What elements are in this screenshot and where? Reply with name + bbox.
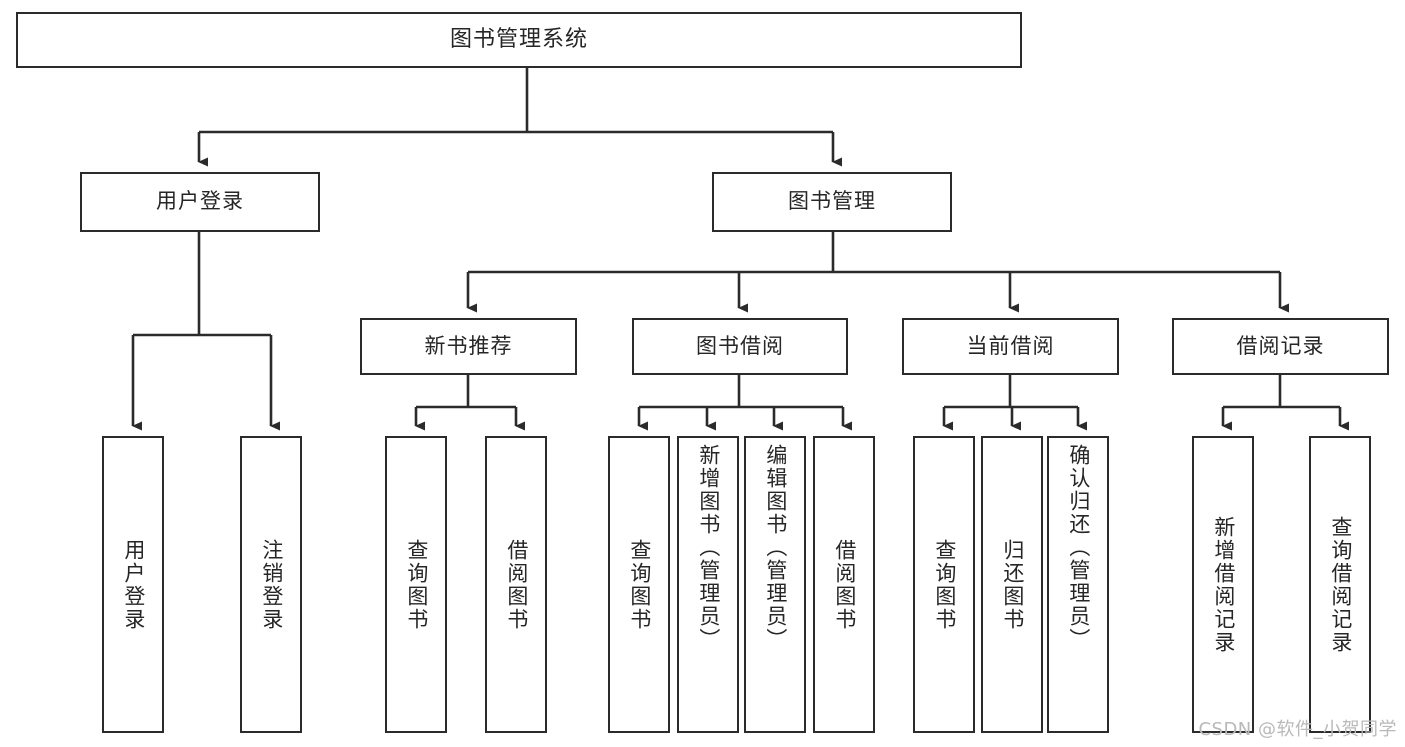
node-root-book-management-system[interactable]: 图书管理系统 [16, 12, 1022, 68]
leaf-add-book-admin[interactable]: 新增图书（管理员） [677, 436, 739, 733]
node-label: 编辑图书（管理员） [763, 444, 788, 651]
leaf-user-login[interactable]: 用户登录 [102, 436, 164, 733]
node-label: 图书借阅 [696, 333, 784, 358]
node-label: 用户登录 [156, 189, 244, 214]
node-label: 查询图书 [932, 538, 957, 631]
node-new-book-recommend[interactable]: 新书推荐 [360, 318, 577, 375]
node-label: 新书推荐 [424, 333, 513, 358]
node-label: 查询图书 [404, 538, 429, 631]
node-label: 查询借阅记录 [1328, 515, 1353, 654]
leaf-edit-book-admin[interactable]: 编辑图书（管理员） [744, 436, 806, 733]
node-user-login[interactable]: 用户登录 [80, 172, 320, 232]
node-book-management[interactable]: 图书管理 [712, 172, 952, 232]
node-current-borrow[interactable]: 当前借阅 [902, 318, 1119, 375]
leaf-query-borrow-record[interactable]: 查询借阅记录 [1309, 436, 1371, 733]
leaf-return-book[interactable]: 归还图书 [981, 436, 1043, 733]
node-label: 查询图书 [627, 538, 652, 631]
leaf-confirm-return-admin[interactable]: 确认归还（管理员） [1047, 436, 1109, 733]
node-label: 用户登录 [121, 538, 146, 631]
leaf-add-borrow-record[interactable]: 新增借阅记录 [1192, 436, 1254, 733]
node-label: 归还图书 [1000, 538, 1025, 631]
node-label: 借阅记录 [1236, 333, 1325, 358]
leaf-query-book-borrow[interactable]: 查询图书 [608, 436, 670, 733]
node-label: 借阅图书 [504, 538, 529, 631]
node-label: 借阅图书 [832, 538, 857, 631]
node-label: 新增图书（管理员） [696, 444, 721, 651]
leaf-query-book-recommend[interactable]: 查询图书 [385, 436, 447, 733]
leaf-borrow-book-borrow[interactable]: 借阅图书 [813, 436, 875, 733]
leaf-borrow-book-recommend[interactable]: 借阅图书 [485, 436, 547, 733]
node-label: 确认归还（管理员） [1066, 444, 1091, 651]
csdn-watermark: CSDN @软件_小贺同学 [1198, 719, 1397, 740]
node-label: 图书管理 [788, 189, 876, 214]
node-borrow-record[interactable]: 借阅记录 [1172, 318, 1389, 375]
node-label: 图书管理系统 [449, 26, 588, 52]
node-label: 新增借阅记录 [1211, 515, 1236, 654]
leaf-query-book-current[interactable]: 查询图书 [913, 436, 975, 733]
node-label: 注销登录 [259, 538, 284, 631]
node-label: 当前借阅 [966, 333, 1055, 358]
leaf-user-logout[interactable]: 注销登录 [240, 436, 302, 733]
node-book-borrow[interactable]: 图书借阅 [632, 318, 848, 375]
